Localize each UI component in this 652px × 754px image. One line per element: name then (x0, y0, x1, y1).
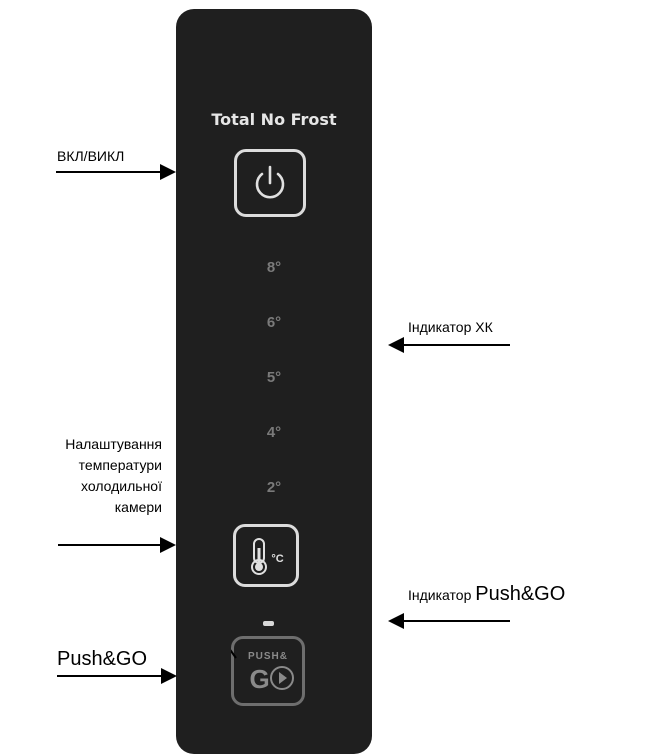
fridge-indicator-annotation: Індикатор ХК (408, 319, 493, 335)
scratch-mark (231, 649, 237, 659)
go-label: GO G (234, 664, 302, 695)
play-icon (269, 666, 294, 690)
brand-label: Total No Frost (211, 110, 337, 129)
power-icon (255, 165, 285, 199)
power-button[interactable] (234, 149, 306, 217)
temp-indicator-6: 6° (266, 314, 282, 331)
arrow-right-icon (56, 164, 176, 180)
push-go-indicator (263, 621, 274, 626)
temperature-button[interactable]: °C (233, 524, 299, 587)
push-go-button[interactable]: PUSH& GO G (231, 636, 305, 706)
arrow-right-icon (58, 537, 176, 553)
push-indicator-annotation: Індикатор Push&GO (408, 583, 566, 605)
temp-indicator-8: 8° (266, 259, 282, 276)
arrow-right-icon (57, 668, 177, 684)
temp-setting-annotation: Налаштування температури холодильної кам… (65, 436, 162, 515)
temp-indicator-5: 5° (266, 369, 282, 386)
arrow-left-icon (388, 337, 510, 353)
thermometer-icon (251, 537, 268, 575)
control-panel: Total No Frost 8° 6° 5° 4° 2° °C PUSH& G… (176, 9, 372, 754)
temp-indicator-4: 4° (266, 424, 282, 441)
push-button-annotation: Push&GO (57, 648, 148, 670)
power-annotation: ВКЛ/ВИКЛ (57, 148, 125, 164)
temp-indicator-2: 2° (266, 479, 282, 496)
arrow-left-icon (388, 613, 510, 629)
push-label: PUSH& (247, 651, 288, 662)
celsius-label: °C (271, 552, 284, 565)
